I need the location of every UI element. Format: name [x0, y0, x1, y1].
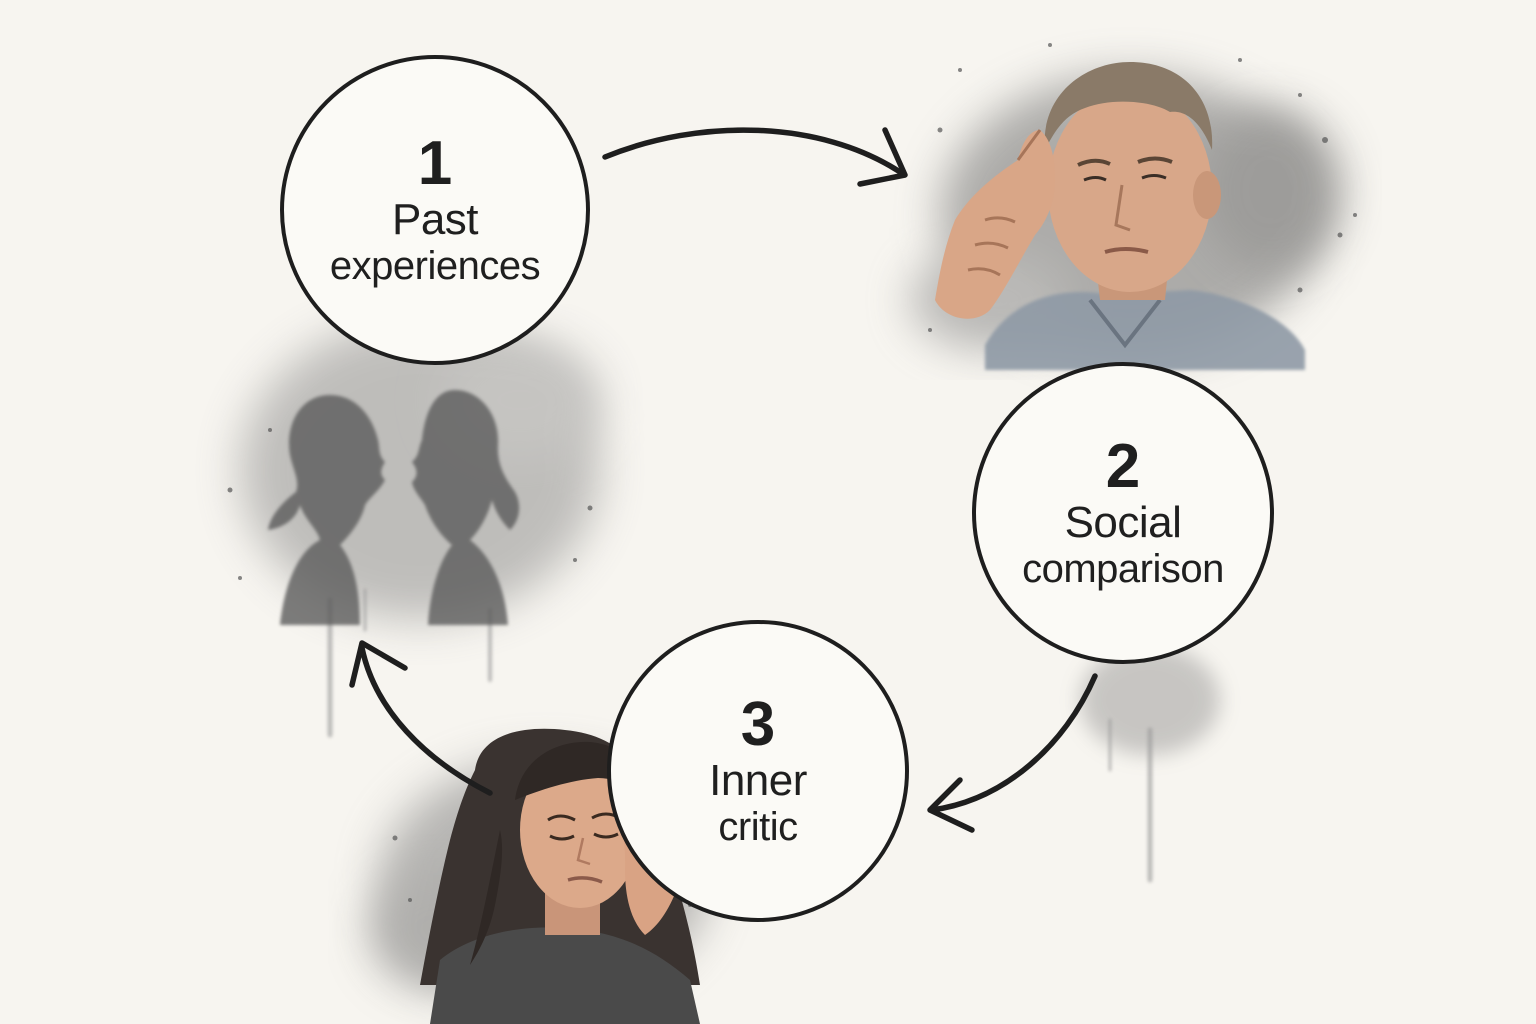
- arrow-head-step3-to-step1: [349, 640, 408, 688]
- arrow-head-step1-to-step2: [857, 127, 908, 187]
- step-3-number: 3: [740, 690, 776, 759]
- step-2-label: Social comparison: [1022, 500, 1224, 592]
- step-3-label: Inner critic: [709, 758, 807, 850]
- step-2-label-line2: comparison: [1022, 547, 1224, 591]
- arrow-step2-to-step3: [929, 673, 1098, 813]
- step-3-label-line2: critic: [718, 805, 798, 849]
- step-1-number: 1: [417, 129, 453, 198]
- arrow-step3-to-step1: [359, 645, 493, 796]
- arrow-step1-to-step2: [602, 127, 903, 175]
- step-2-number: 2: [1105, 432, 1141, 501]
- two-silhouettes-facing-illustration: [268, 390, 520, 625]
- step-1-label-line2: experiences: [329, 244, 541, 288]
- step-3-inner-critic: 3 Inner critic: [607, 620, 909, 922]
- step-1-past-experiences: 1 Past experiences: [280, 55, 590, 365]
- step-3-label-line1: Inner: [709, 756, 807, 805]
- watercolor-wash-step2: [1080, 645, 1220, 755]
- cycle-arrows: [349, 127, 1098, 833]
- step-2-label-line1: Social: [1064, 498, 1182, 547]
- arrow-head-step2-to-step3: [927, 777, 975, 833]
- step-1-label: Past experiences: [329, 195, 541, 289]
- step-1-label-line1: Past: [391, 195, 479, 244]
- thoughtful-man-hand-on-temple-illustration: [935, 62, 1305, 370]
- step-2-social-comparison: 2 Social comparison: [972, 362, 1274, 664]
